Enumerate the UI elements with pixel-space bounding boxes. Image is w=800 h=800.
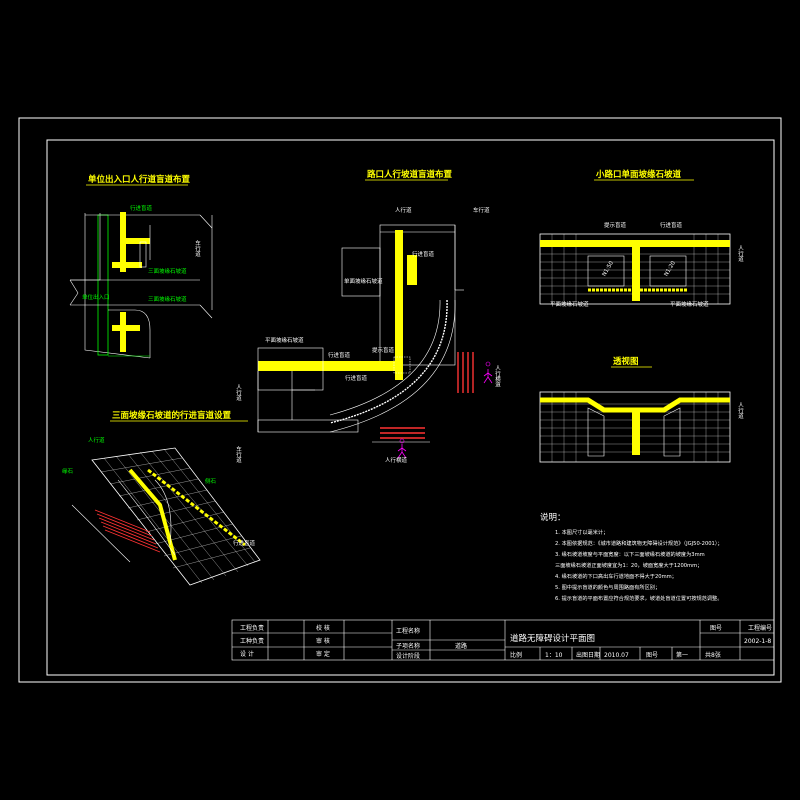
title-intersection: 路口人行坡道盲道布置: [367, 169, 453, 180]
tb-total: 共8张: [705, 651, 721, 659]
note-3b: 三面坡缘石坡道正面坡度宜为1：20，坡面宽度大于1200mm；: [555, 561, 702, 569]
title-perspective: 透视图: [613, 356, 639, 367]
note-2: 2. 本图依据规范：《城市道路和建筑物无障碍设计规范》（JGJ50-2001）；: [555, 539, 723, 547]
side-entrance-diagram: 行进盲道 车行道 三面坡缘石坡道 单位出入口 三面坡缘石坡道: [69, 204, 213, 359]
tb-date-value: 2010.07: [604, 652, 629, 659]
label-pingmian-kerb-s2: 平面坡缘石坡道: [670, 300, 709, 308]
label-renxingdao-p: 人行道: [737, 402, 744, 420]
label-che-xing-dao: 车行道: [194, 239, 201, 258]
tb-scale-label: 比例: [510, 651, 522, 659]
slope-a-label: N1:50: [602, 260, 616, 278]
tb-r3c3: 审 定: [316, 650, 330, 658]
note-3: 3. 缘石坡道坡度与平面宽度：以下三面坡缘石坡道的坡度为3mm: [555, 550, 705, 558]
tb-drawing-no-value: 2002-1-8: [744, 638, 771, 645]
label-xingjin-mangdao-int-3: 行进盲道: [345, 374, 368, 382]
label-renxing-dao-3: 人行道: [88, 436, 105, 444]
label-danmian-kerb-int: 单面坡缘石坡道: [344, 277, 383, 285]
tb-drawing-title: 道路无障碍设计平面图: [510, 633, 595, 644]
label-cheliangdao-left: 车行道: [235, 445, 242, 464]
label-xingjin-mangdao-int: 行进盲道: [412, 250, 435, 258]
label-renxing-hengdao-bottom: 人行横道: [385, 456, 408, 464]
tb-project-no-label: 工程编号: [748, 624, 772, 632]
label-tishi-mangdao-int: 提示盲道: [372, 346, 395, 354]
label-cheliangdao-top: 车行道: [473, 206, 490, 214]
note-6: 6. 提示盲道的平面布置应符合规范要求，坡道处盲道位置可按规范调整。: [555, 594, 722, 602]
tb-r1c1: 工程负责: [240, 624, 264, 632]
notes-block: 说明： 1. 本图尺寸以毫米计； 2. 本图依据规范：《城市道路和建筑物无障碍设…: [540, 512, 723, 602]
note-5: 5. 图中提示盲道的颜色与周围路面有所区别；: [555, 583, 660, 591]
tb-r2c1: 工种负责: [240, 637, 264, 645]
tb-r2c3: 审 核: [316, 637, 330, 645]
tb-r3c1: 设 计: [240, 650, 254, 658]
label-sanmian-kerb-2: 三面坡缘石坡道: [148, 295, 187, 303]
label-renxingdao-top: 人行道: [395, 206, 412, 214]
tb-sheet-value: 第一: [676, 651, 688, 659]
note-4: 4. 缘石坡道的下口高出车行道地面不得大于20mm；: [555, 572, 677, 580]
single-slope-diagram: N1:50 N1:20 提示盲道 行进盲道 人行道 平面坡缘石坡道 平面坡缘石坡…: [539, 221, 744, 308]
title-side-entrance: 单位出入口人行道盲道布置: [88, 174, 191, 185]
label-renxing-hengdao-right: 人行横道: [494, 365, 501, 389]
title-block-text: 工程负责 校 核 工种负责 审 核 设 计 审 定 工程名称 子项名称 道路 设…: [240, 624, 772, 660]
label-xingjin-mangdao-s: 行进盲道: [660, 221, 683, 229]
tb-design-stage-label: 设计阶段: [396, 652, 420, 660]
label-pingmian-kerb-int: 平面坡缘石坡道: [265, 336, 304, 344]
outer-frame: [18, 117, 782, 683]
label-danwei-entrance: 单位出入口: [82, 293, 110, 301]
tb-project-name-label: 工程名称: [396, 627, 420, 635]
intersection-diagram: 人行道 车行道 行进盲道 单面坡缘石坡: [235, 206, 501, 464]
title-single-slope: 小路口单面坡缘石坡道: [595, 169, 682, 180]
tb-sub-project-label: 子项名称: [396, 642, 420, 650]
notes-heading: 说明：: [540, 512, 566, 523]
inner-frame: [46, 139, 775, 676]
tb-r1c3: 校 核: [316, 624, 330, 632]
label-renxingdao-left: 人行道: [235, 384, 242, 402]
tb-drawing-no-label: 图号: [710, 625, 722, 632]
label-xingjin-mangdao-3: 行进盲道: [233, 539, 256, 547]
three-slope-diagram: 人行道 缘石 侧石 行进盲道: [62, 436, 261, 586]
label-renxingdao-s: 人行道: [737, 245, 744, 263]
tb-scale-value: 1：10: [545, 652, 563, 659]
label-sanmian-kerb-1: 三面坡缘石坡道: [148, 267, 187, 275]
label-xingjin-mangdao: 行进盲道: [130, 204, 153, 212]
label-tishi-mangdao-s: 提示盲道: [604, 221, 627, 229]
title-three-slope: 三面坡缘石坡道的行进盲道设置: [112, 410, 232, 421]
title-block: [231, 619, 775, 661]
label-xingjin-mangdao-int-2: 行进盲道: [328, 351, 351, 359]
tb-sub-project-value: 道路: [455, 642, 467, 650]
label-yuanshi: 缘石: [62, 467, 74, 475]
slope-b-label: N1:20: [664, 260, 678, 278]
note-1: 1. 本图尺寸以毫米计；: [555, 528, 608, 536]
label-pingmian-kerb-s: 平面坡缘石坡道: [550, 300, 589, 308]
perspective-diagram: 人行道: [539, 391, 744, 463]
label-ceshi: 侧石: [205, 477, 217, 485]
tb-sheet-label: 图号: [646, 652, 658, 659]
tb-date-label: 出图日期: [576, 651, 600, 659]
